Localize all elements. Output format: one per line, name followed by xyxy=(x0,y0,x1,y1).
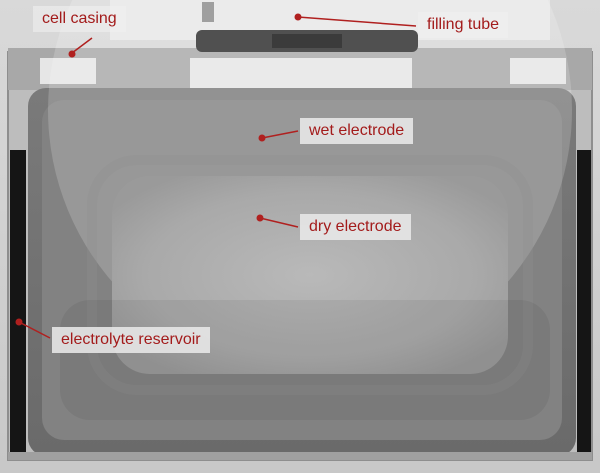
wet-electrode-label: wet electrode xyxy=(300,118,414,144)
marker-wet xyxy=(258,134,266,142)
dry-electrode-label: dry electrode xyxy=(300,214,411,240)
filling-pin xyxy=(202,2,214,22)
filling-tube-core xyxy=(272,34,342,48)
filling-tube-label: filling tube xyxy=(418,12,509,38)
marker-tube xyxy=(294,13,302,21)
marker-reservoir xyxy=(15,318,23,326)
lid-tab-center xyxy=(190,58,412,88)
cell-casing-label: cell casing xyxy=(33,6,126,32)
marker-casing xyxy=(68,50,76,58)
reservoir-right xyxy=(577,150,591,455)
lid-tab-left xyxy=(40,58,96,84)
lid-tab-right xyxy=(510,58,566,84)
reservoir-left xyxy=(10,150,26,455)
electrolyte-reservoir-label: electrolyte reservoir xyxy=(52,327,210,353)
marker-dry xyxy=(256,214,264,222)
bottom-edge xyxy=(8,452,592,460)
